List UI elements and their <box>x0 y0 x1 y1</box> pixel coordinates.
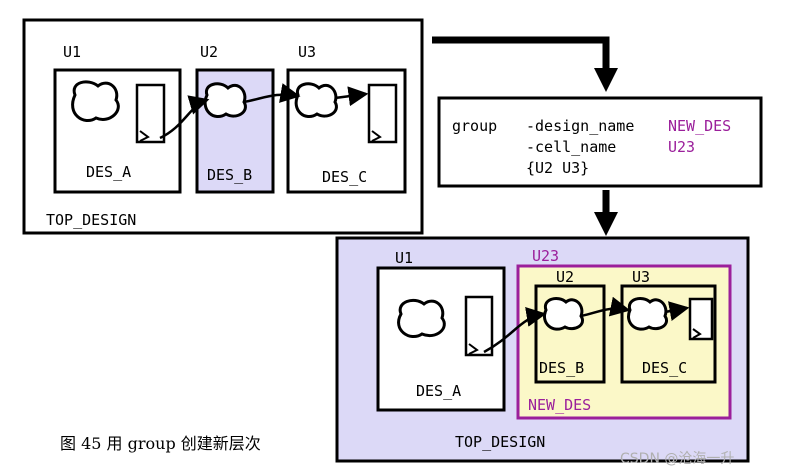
u23-instance-label: U23 <box>532 247 560 265</box>
value-design-name: NEW_DES <box>668 117 732 135</box>
u2-instance-label-after: U2 <box>556 268 575 286</box>
logic-blob-icon <box>71 80 120 122</box>
u1-instance-label-after: U1 <box>395 249 414 267</box>
wire-a-to-b-after <box>483 307 547 354</box>
wire-b-to-c <box>243 83 301 104</box>
u3-instance-label: U3 <box>298 43 317 61</box>
cell-list: {U2 U3} <box>526 159 590 177</box>
register-icon <box>464 295 494 357</box>
des-b-label: DES_B <box>207 166 253 184</box>
command-name: group <box>452 117 498 135</box>
option-design-name: -design_name <box>526 117 635 135</box>
logic-blob-icon <box>627 297 668 331</box>
top-design-before-label: TOP_DESIGN <box>46 211 137 229</box>
des-c-label: DES_C <box>322 168 368 186</box>
flow-arrow-line <box>432 36 610 76</box>
clock-pin-icon <box>139 130 150 142</box>
u2-instance-label: U2 <box>200 43 219 61</box>
register-icon <box>688 297 714 341</box>
option-cell-name: -cell_name <box>526 138 617 156</box>
clock-pin-icon <box>468 343 479 355</box>
logic-blob-icon <box>294 82 338 119</box>
clock-pin-icon <box>371 130 382 142</box>
des-a-label-after: DES_A <box>416 382 462 400</box>
u3-instance-label-after: U3 <box>632 268 651 286</box>
des-c-label-after: DES_C <box>642 359 688 377</box>
watermark: CSDN @沧海一升 <box>620 451 735 467</box>
des-a-label: DES_A <box>86 163 132 181</box>
flow-arrowhead-icon <box>594 68 618 92</box>
wire-c-to-reg-after <box>664 301 690 321</box>
wire-b-to-c-after <box>580 296 631 318</box>
wire-a-to-b <box>159 95 210 140</box>
new-des-label: NEW_DES <box>528 396 592 414</box>
figure-caption: 图 45 用 group 创建新层次 <box>60 434 261 453</box>
u1-instance-label: U1 <box>63 43 82 61</box>
wire-c-to-reg <box>334 86 369 107</box>
logic-blob-icon <box>543 297 584 331</box>
logic-blob-icon <box>203 82 247 119</box>
flow-arrowhead-icon <box>594 212 618 236</box>
register-icon <box>367 83 398 144</box>
command-box <box>437 96 763 188</box>
clock-pin-icon <box>692 328 702 339</box>
top-design-after-label: TOP_DESIGN <box>455 433 546 451</box>
des-b-label-after: DES_B <box>539 359 585 377</box>
register-icon <box>135 83 166 144</box>
value-cell-name: U23 <box>668 138 696 156</box>
logic-blob-icon <box>397 298 446 338</box>
